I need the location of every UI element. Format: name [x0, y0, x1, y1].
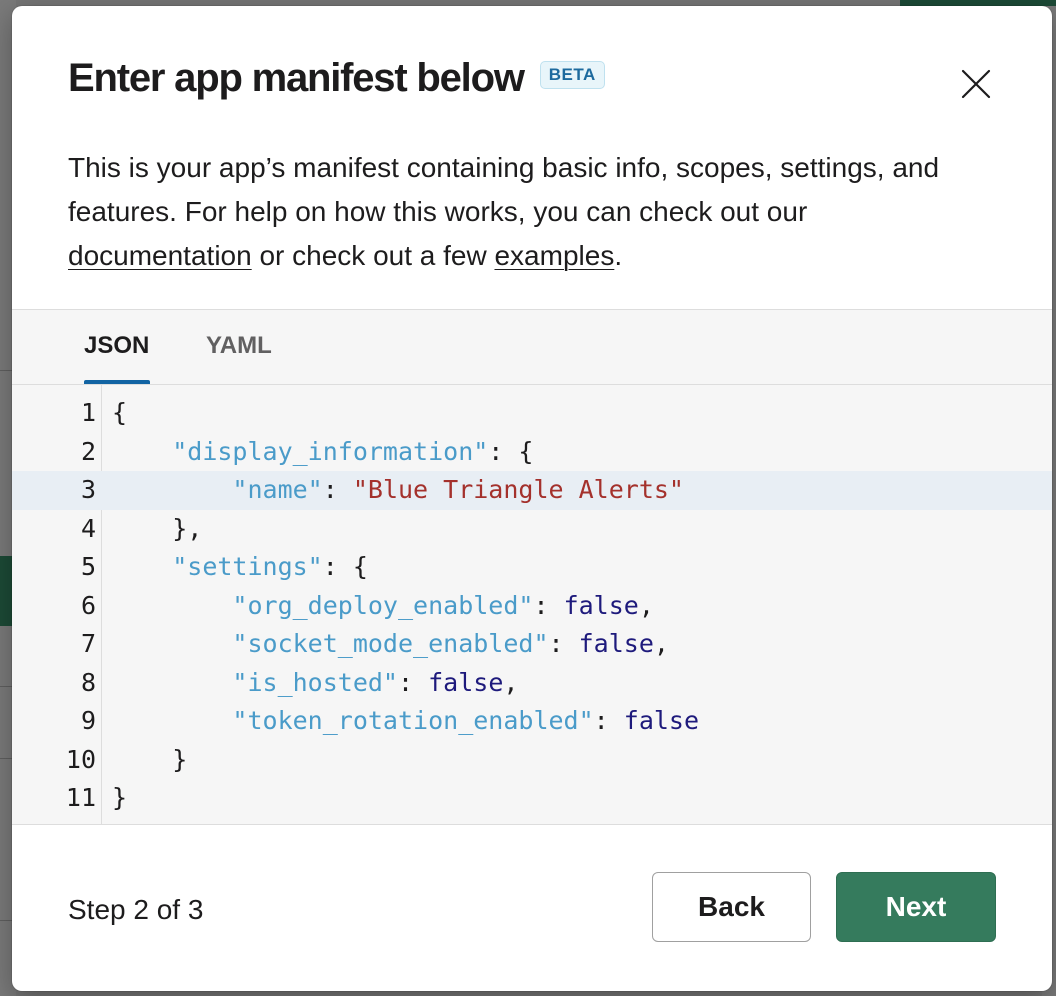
modal-header: Enter app manifest below BETA	[68, 54, 605, 102]
back-button[interactable]: Back	[652, 872, 811, 942]
backdrop-green-button-fragment	[900, 0, 1056, 6]
json-token-key: "is_hosted"	[232, 667, 398, 697]
line-content: "token_rotation_enabled": false	[112, 702, 699, 741]
format-tabs: JSON YAML	[12, 310, 1052, 385]
backdrop-divider	[0, 758, 14, 759]
description-text: or check out a few	[251, 240, 495, 271]
line-content: "settings": {	[112, 548, 368, 587]
line-indent	[112, 514, 172, 543]
line-number: 4	[80, 513, 96, 543]
json-token-bool: false	[578, 629, 654, 658]
line-number: 8	[80, 667, 96, 697]
line-content: },	[112, 510, 202, 549]
line-indent	[112, 591, 232, 620]
examples-link[interactable]: examples	[494, 240, 615, 271]
code-editor[interactable]: 1{2 "display_information": {3 "name": "B…	[12, 385, 1052, 824]
json-token-punc: ,	[653, 629, 669, 658]
tab-json[interactable]: JSON	[84, 332, 150, 359]
json-token-punc: :	[593, 706, 624, 735]
json-token-punc: :	[533, 590, 564, 620]
line-indent	[112, 475, 232, 504]
backdrop-divider	[0, 686, 14, 687]
line-indent	[112, 437, 172, 466]
json-token-str: "Blue Triangle Alerts"	[352, 475, 684, 504]
json-token-punc: : {	[488, 436, 534, 466]
json-token-punc: }	[112, 783, 128, 812]
json-token-punc: ,	[638, 590, 654, 620]
line-indent	[112, 706, 232, 735]
json-token-key: "display_information"	[172, 436, 489, 466]
line-number: 11	[65, 783, 96, 812]
line-content: "display_information": {	[112, 433, 533, 472]
code-line[interactable]: 7 "socket_mode_enabled": false,	[12, 625, 1052, 664]
line-number: 3	[80, 475, 96, 504]
backdrop-divider	[0, 370, 14, 371]
json-token-punc: }	[172, 744, 188, 774]
close-icon	[961, 69, 991, 99]
code-line[interactable]: 1{	[12, 394, 1052, 433]
line-indent	[112, 629, 232, 658]
manifest-editor-section: JSON YAML 1{2 "display_information": {3 …	[12, 309, 1052, 825]
code-line[interactable]: 10 }	[12, 741, 1052, 780]
json-token-key: "name"	[232, 475, 323, 504]
documentation-link[interactable]: documentation	[68, 240, 252, 271]
close-button[interactable]	[952, 60, 1000, 108]
manifest-modal: Enter app manifest below BETA This is yo…	[12, 6, 1052, 991]
json-token-punc: :	[322, 475, 353, 504]
line-number: 9	[80, 706, 96, 735]
line-number: 10	[65, 744, 96, 774]
json-token-punc: {	[112, 398, 128, 427]
json-token-bool: false	[563, 590, 639, 620]
backdrop-green-button-fragment	[0, 556, 12, 626]
json-token-punc: :	[398, 667, 429, 697]
modal-title: Enter app manifest below	[68, 56, 525, 100]
line-content: }	[112, 741, 187, 780]
code-line[interactable]: 3 "name": "Blue Triangle Alerts"	[12, 471, 1052, 510]
line-content: "org_deploy_enabled": false,	[112, 587, 654, 626]
step-indicator: Step 2 of 3	[68, 894, 204, 925]
line-content: "socket_mode_enabled": false,	[112, 625, 669, 664]
line-content: }	[112, 779, 127, 818]
line-number: 6	[80, 590, 96, 620]
json-token-key: "token_rotation_enabled"	[232, 706, 594, 735]
line-content: "is_hosted": false,	[112, 664, 518, 703]
json-token-bool: false	[623, 706, 700, 735]
line-number: 2	[80, 436, 96, 466]
json-token-bool: false	[428, 667, 504, 697]
json-token-punc: ,	[503, 667, 519, 697]
line-content: {	[112, 394, 127, 433]
next-button[interactable]: Next	[836, 872, 996, 942]
line-indent	[112, 552, 172, 581]
code-line[interactable]: 4 },	[12, 510, 1052, 549]
json-token-punc: : {	[322, 552, 368, 581]
active-tab-indicator	[84, 380, 150, 384]
line-number: 5	[80, 552, 96, 581]
json-token-key: "socket_mode_enabled"	[232, 629, 549, 658]
code-line[interactable]: 6 "org_deploy_enabled": false,	[12, 587, 1052, 626]
backdrop-divider	[0, 920, 14, 921]
line-indent	[112, 668, 232, 697]
json-token-punc: :	[548, 629, 579, 658]
tab-yaml[interactable]: YAML	[206, 332, 272, 359]
code-line[interactable]: 5 "settings": {	[12, 548, 1052, 587]
manifest-description: This is your app’s manifest containing b…	[68, 146, 998, 278]
description-text: .	[614, 240, 623, 271]
code-line[interactable]: 2 "display_information": {	[12, 433, 1052, 472]
beta-badge: BETA	[539, 61, 605, 89]
code-line[interactable]: 11}	[12, 779, 1052, 818]
line-number: 1	[80, 398, 96, 427]
modal-footer: Step 2 of 3 Back Next	[12, 824, 1052, 991]
code-line[interactable]: 9 "token_rotation_enabled": false	[12, 702, 1052, 741]
line-indent	[112, 745, 172, 774]
gutter-divider	[101, 385, 102, 824]
code-line[interactable]: 8 "is_hosted": false,	[12, 664, 1052, 703]
json-token-key: "org_deploy_enabled"	[232, 590, 534, 620]
line-content: "name": "Blue Triangle Alerts"	[112, 471, 684, 510]
json-token-punc: },	[172, 513, 203, 543]
line-number: 7	[80, 629, 96, 658]
json-token-key: "settings"	[172, 552, 323, 581]
description-text: This is your app’s manifest containing b…	[68, 152, 940, 227]
